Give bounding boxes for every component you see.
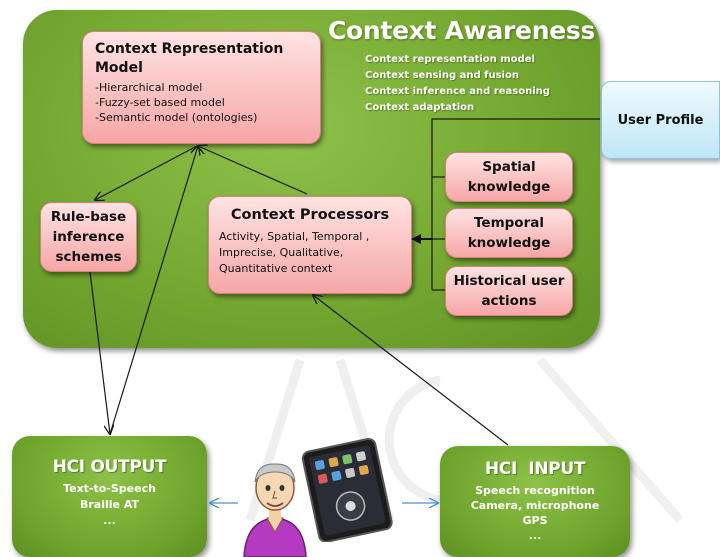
hci-output-list: Text-to-Speech Braille AT ... [12,481,207,529]
hci-output-item: ... [103,514,116,527]
representation-model-list: -Hierarchical model -Fuzzy-set based mod… [95,80,308,125]
user-figure-icon [243,463,307,557]
rule-base-label: Rule-base inference schemes [50,209,127,265]
user-profile-label: User Profile [617,112,704,128]
representation-model-item: -Fuzzy-set based model [95,96,225,109]
representation-model-title: Context Representation Model [95,41,284,76]
hci-input-box: HCI INPUT Speech recognition Camera, mic… [440,446,630,557]
context-awareness-list: Context representation model Context sen… [365,52,595,116]
temporal-knowledge-box: Temporal knowledge [445,208,573,258]
hci-input-list: Speech recognition Camera, microphone GP… [440,483,630,543]
representation-model-item: -Semantic model (ontologies) [95,111,258,124]
hci-input-item: GPS [522,514,548,527]
spatial-knowledge-box: Spatial knowledge [445,152,573,202]
knowledge-label: Spatial knowledge [467,159,551,195]
hci-input-item: Speech recognition [475,484,595,497]
historical-user-actions-box: Historical user actions [445,266,573,316]
context-awareness-title: Context Awareness [328,16,596,45]
context-processors-box: Context Processors Activity, Spatial, Te… [208,196,412,294]
hci-output-item: Braille AT [80,498,139,511]
context-representation-model-box: Context Representation Model -Hierarchic… [82,31,321,144]
hci-output-title: HCI OUTPUT [52,457,167,477]
hci-output-box: HCI OUTPUT Text-to-Speech Braille AT ... [12,436,207,557]
user-profile-box: User Profile [601,81,720,159]
context-awareness-item: Context representation model [365,54,535,65]
rule-base-inference-box: Rule-base inference schemes [40,202,137,272]
hci-output-item: Text-to-Speech [63,482,156,495]
hci-input-title: HCI INPUT [484,459,586,479]
context-processors-title: Context Processors [230,207,390,223]
representation-model-item: -Hierarchical model [95,81,203,94]
tablet-device-icon [301,438,393,542]
knowledge-label: Temporal knowledge [467,215,551,251]
context-awareness-item: Context inference and reasoning [365,86,550,97]
hci-input-item: ... [528,529,542,542]
knowledge-label: Historical user actions [453,273,565,309]
context-awareness-item: Context sensing and fusion [365,70,519,81]
hci-input-item: Camera, microphone [470,499,600,512]
context-processors-description: Activity, Spatial, Temporal , Imprecise,… [219,230,370,275]
context-awareness-item: Context adaptation [365,102,475,113]
